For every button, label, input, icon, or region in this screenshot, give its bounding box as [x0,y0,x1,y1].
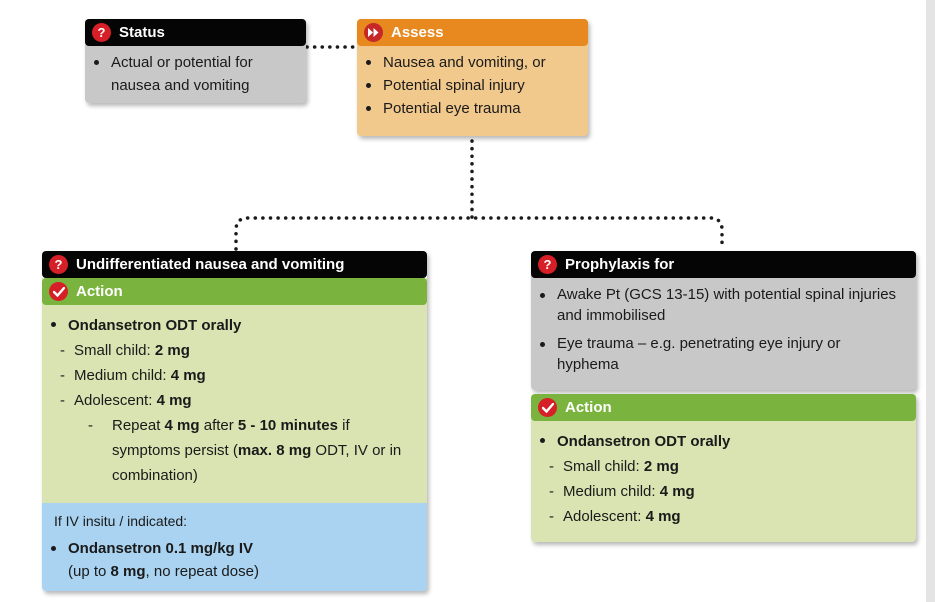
status-list: Actual or potential for nausea and vomit… [85,51,300,97]
dose-row-small: -Small child: 2 mg [60,342,190,359]
prophylaxis-list: Awake Pt (GCS 13-15) with potential spin… [531,284,902,375]
dose-row-medium: -Medium child: 4 mg [60,367,206,384]
assess-list: Nausea and vomiting, or Potential spinal… [357,51,588,120]
status-title: Status [119,24,165,41]
undifferentiated-panel: ? Undifferentiated nausea and vomiting A… [42,251,427,591]
assess-header: Assess [357,19,588,46]
list-item: Nausea and vomiting, or [357,51,588,74]
iv-drug-name: Ondansetron 0.1 mg/kg IV [68,540,254,557]
right-action-box: Action Ondansetron ODT orally -Small chi… [531,394,916,542]
repeat-dose-note: -Repeat 4 mg after 5 - 10 minutes if sym… [88,417,402,484]
undifferentiated-header: ? Undifferentiated nausea and vomiting [42,251,427,278]
drug-name: Ondansetron ODT orally [68,317,242,334]
question-icon: ? [92,23,111,42]
dose-row-adolescent: -Adolescent: 4 mg [549,508,681,525]
prophylaxis-title: Prophylaxis for [565,256,675,273]
checkmark-icon [538,398,557,417]
fast-forward-icon [364,23,383,42]
left-action-list: Ondansetron ODT orally [42,313,415,338]
list-item: Awake Pt (GCS 13-15) with potential spin… [531,284,902,326]
list-item: Eye trauma – e.g. penetrating eye injury… [531,333,902,375]
drug-name: Ondansetron ODT orally [557,433,731,450]
assess-box: Assess Nausea and vomiting, or Potential… [357,19,588,136]
list-item: Potential eye trauma [357,97,588,120]
branch-connector [234,216,724,251]
status-header: ? Status [85,19,306,46]
dose-row-small: -Small child: 2 mg [549,458,679,475]
undifferentiated-title: Undifferentiated nausea and vomiting [76,256,345,273]
prophylaxis-box: ? Prophylaxis for Awake Pt (GCS 13-15) w… [531,251,916,390]
dose-row-medium: -Medium child: 4 mg [549,483,695,500]
iv-box: If IV insitu / indicated: Ondansetron 0.… [42,503,427,591]
left-action-title: Action [76,283,123,300]
iv-drug-item: Ondansetron 0.1 mg/kg IV (up to 8 mg, no… [42,537,427,583]
prophylaxis-header: ? Prophylaxis for [531,251,916,278]
dose-row-adolescent: -Adolescent: 4 mg [60,392,192,409]
assess-title: Assess [391,24,444,41]
drug-item: Ondansetron ODT orally [531,429,916,454]
question-icon: ? [49,255,68,274]
iv-list: Ondansetron 0.1 mg/kg IV (up to 8 mg, no… [42,537,427,583]
list-item: Potential spinal injury [357,74,588,97]
left-action-header: Action [42,278,427,305]
left-action-box: Action Ondansetron ODT orally -Small chi… [42,278,427,503]
iv-intro: If IV insitu / indicated: [54,513,188,529]
drug-item: Ondansetron ODT orally [42,313,415,338]
status-box: ? Status Actual or potential for nausea … [85,19,306,103]
question-icon: ? [538,255,557,274]
list-item: Actual or potential for nausea and vomit… [85,51,300,97]
checkmark-icon [49,282,68,301]
right-action-title: Action [565,399,612,416]
right-action-header: Action [531,394,916,421]
right-action-list: Ondansetron ODT orally [531,429,916,454]
page-edge-stripe [926,0,935,602]
